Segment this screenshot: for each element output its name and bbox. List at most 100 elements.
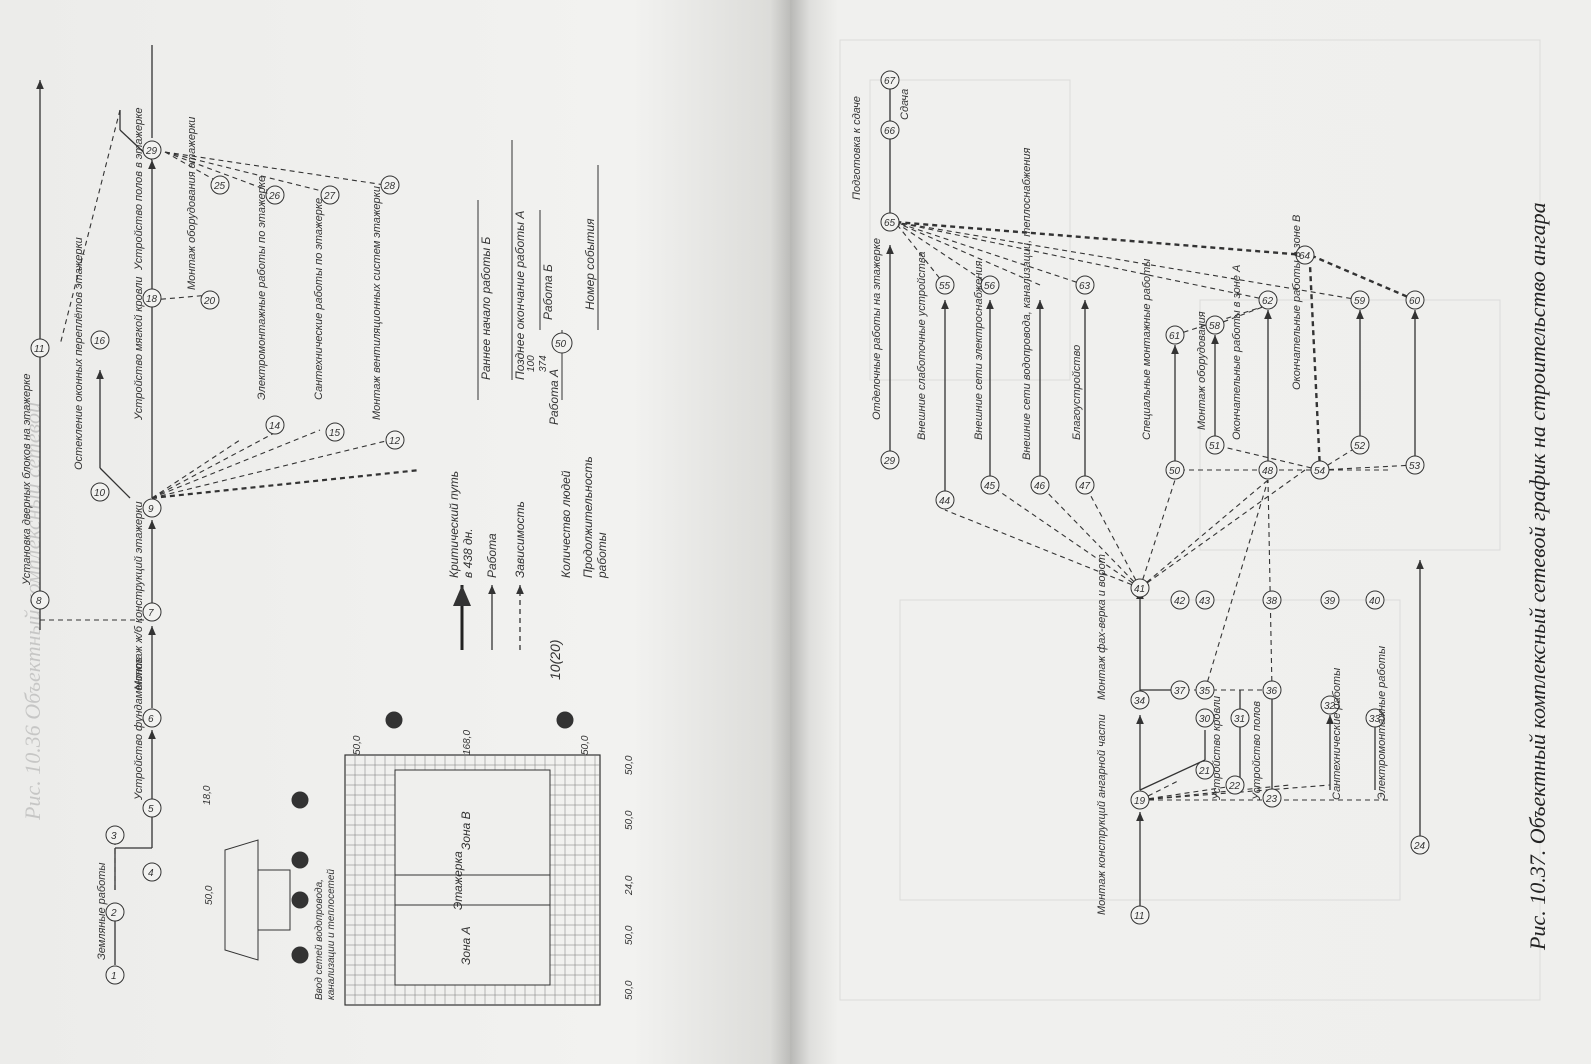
- svg-text:23: 23: [1265, 794, 1278, 805]
- svg-text:Отделочные работы на этажерке: Отделочные работы на этажерке: [871, 238, 883, 420]
- svg-text:43: 43: [1199, 596, 1211, 607]
- event-31: 31: [1230, 708, 1250, 728]
- key-work-a: Работа А: [547, 369, 561, 425]
- event-55: 55: [935, 275, 955, 295]
- event-51: 51: [1205, 435, 1225, 455]
- event-26: 26: [265, 185, 285, 205]
- svg-text:50,0: 50,0: [352, 735, 363, 755]
- event-45: 45: [980, 475, 1000, 495]
- event-23: 23: [1262, 788, 1282, 808]
- event-21: 21: [1195, 760, 1215, 780]
- work-label: Монтаж вентиляционных систем этажерки: [371, 186, 383, 420]
- plan-inlet-1: Ввод сетей водопровода,: [314, 879, 325, 1000]
- right-work-labels: Монтаж конструкций ангарной части Монтаж…: [851, 89, 1388, 915]
- svg-text:28: 28: [383, 181, 396, 192]
- event-9: 9: [142, 498, 162, 518]
- left-page-content: Рис. 10.36 Объектный комплексный сетевой: [20, 45, 635, 1006]
- svg-text:7: 7: [148, 608, 154, 619]
- svg-text:53: 53: [1409, 461, 1421, 472]
- svg-text:47: 47: [1079, 481, 1091, 492]
- event-11: 11: [1130, 905, 1150, 925]
- svg-text:Сантехнические работы: Сантехнические работы: [1331, 668, 1343, 800]
- svg-text:45: 45: [984, 481, 996, 492]
- svg-text:38: 38: [1266, 596, 1278, 607]
- svg-text:29: 29: [883, 456, 896, 467]
- svg-text:29: 29: [145, 146, 158, 157]
- event-56: 56: [980, 275, 1000, 295]
- left-dependencies: [40, 109, 421, 890]
- svg-text:11: 11: [1134, 911, 1144, 922]
- svg-text:50: 50: [1169, 466, 1181, 477]
- event-2: 2: [105, 902, 125, 922]
- event-64: 64: [1295, 245, 1315, 265]
- svg-text:24: 24: [1413, 841, 1426, 852]
- building-plan: Зона А Зона В Этажерка Ввод сетей водопр…: [202, 711, 635, 1006]
- event-5: 5: [142, 798, 162, 818]
- event-22: 22: [1225, 775, 1245, 795]
- svg-text:Г: Г: [296, 856, 303, 867]
- key-event-number: Номер события: [583, 218, 597, 310]
- left-events: 1 2 3 4 5 6 7 8 9 10 11 12 14 15 16 18 2…: [30, 140, 405, 985]
- svg-text:3: 3: [111, 831, 117, 842]
- svg-text:58: 58: [1209, 321, 1221, 332]
- event-24: 24: [1410, 835, 1430, 855]
- event-59: 59: [1350, 290, 1370, 310]
- svg-text:18,0: 18,0: [202, 785, 213, 805]
- svg-text:10: 10: [94, 488, 106, 499]
- plan-zone-b: Зона В: [459, 811, 473, 850]
- event-63: 63: [1075, 275, 1095, 295]
- svg-text:Устройство кровли: Устройство кровли: [1211, 696, 1223, 801]
- svg-text:Электромонтажные работы: Электромонтажные работы: [1376, 646, 1388, 800]
- event-48: 48: [1258, 460, 1278, 480]
- svg-text:1: 1: [562, 716, 568, 727]
- event-27: 27: [320, 185, 340, 205]
- event-18: 18: [142, 288, 162, 308]
- event-15: 15: [325, 422, 345, 442]
- svg-text:12: 12: [389, 436, 401, 447]
- svg-text:66: 66: [884, 126, 896, 137]
- svg-text:52: 52: [1354, 441, 1366, 452]
- svg-text:14: 14: [269, 421, 281, 432]
- event-1: 1: [105, 965, 125, 985]
- svg-text:Специальные монтажные работы: Специальные монтажные работы: [1141, 259, 1153, 440]
- event-36: 36: [1262, 680, 1282, 700]
- event-62: 62: [1258, 290, 1278, 310]
- event-30: 30: [1195, 708, 1215, 728]
- svg-text:24,0: 24,0: [624, 875, 635, 896]
- svg-text:37: 37: [1174, 686, 1186, 697]
- legend-people: Количество людей: [559, 470, 573, 578]
- event-6: 6: [142, 708, 162, 728]
- key-late-finish: Позднее окончание работы А: [513, 211, 527, 380]
- event-43: 43: [1195, 590, 1215, 610]
- event-29: 29: [880, 450, 900, 470]
- work-label: Установка дверных блоков на этажерке: [21, 373, 33, 586]
- event-67: 67: [880, 70, 900, 90]
- event-19: 19: [1130, 790, 1150, 810]
- event-65: 65: [880, 212, 900, 232]
- svg-text:65: 65: [884, 218, 896, 229]
- event-35: 35: [1195, 680, 1215, 700]
- svg-text:32: 32: [1324, 701, 1336, 712]
- work-label: Монтаж оборудования этажерки: [186, 117, 198, 290]
- svg-text:33: 33: [1369, 714, 1381, 725]
- right-page-content: Рис. 10.37. Объектный комплексный сетево…: [839, 39, 1550, 1001]
- work-label: Монтаж ж/б конструкций этажерки: [133, 501, 145, 690]
- svg-text:6: 6: [148, 714, 154, 725]
- svg-text:Благоустройство: Благоустройство: [1071, 345, 1083, 440]
- work-label: Устройство фундаментов: [133, 657, 145, 801]
- svg-text:50,0: 50,0: [624, 810, 635, 830]
- svg-text:31: 31: [1234, 714, 1245, 725]
- svg-text:2: 2: [110, 908, 117, 919]
- key-early-start: Раннее начало работы Б: [479, 237, 493, 380]
- svg-text:62: 62: [1262, 296, 1274, 307]
- event-53: 53: [1405, 455, 1425, 475]
- work-label: Земляные работы: [96, 863, 108, 961]
- event-60: 60: [1405, 290, 1425, 310]
- legend-work: Работа: [485, 533, 499, 578]
- event-4: 4: [142, 862, 162, 882]
- svg-text:21: 21: [1198, 766, 1210, 777]
- event-20: 20: [200, 290, 220, 310]
